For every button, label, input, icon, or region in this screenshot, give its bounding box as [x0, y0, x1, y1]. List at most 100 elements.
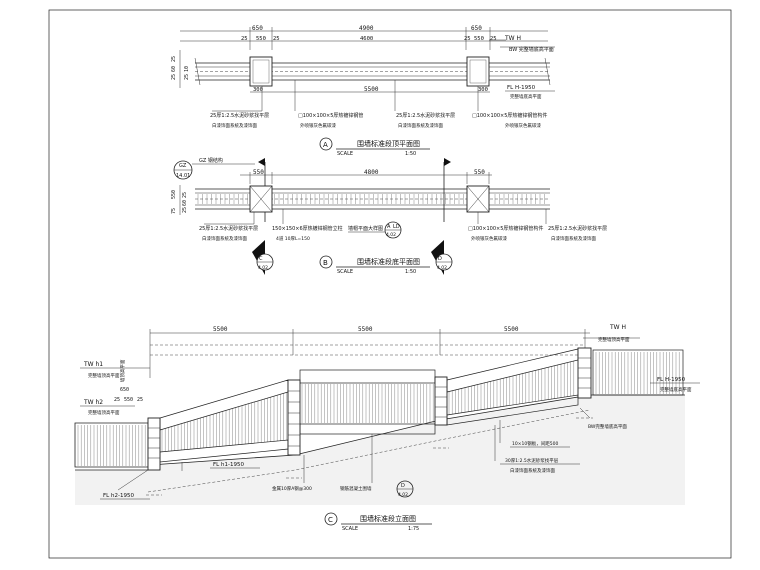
- elev-c-dim-top-2: 5500: [358, 326, 373, 333]
- plan-a-tag-twh: TW H: [504, 35, 521, 42]
- plan-b-detail-marker-top: GZ: [179, 163, 187, 169]
- plan-b-sec-right-a: D: [438, 256, 442, 262]
- elev-c-title: 围墙标准段立面图: [360, 514, 416, 523]
- elev-c-dim-top-3: 5500: [504, 326, 519, 333]
- elev-c-tag-twh1-sub: 完整墙顶高平面: [88, 372, 120, 379]
- plan-b-note5-b: 白漆饰面系统及漆饰面: [551, 235, 596, 242]
- plan-b-note3: 墙帽平面大样图: [348, 225, 383, 232]
- plan-b-note1-a: 25厚1:2.5水泥砂浆找平层: [199, 225, 258, 232]
- plan-b-note2-a: 150×150×6厚热镀锌钢管立柱: [272, 225, 343, 232]
- plan-a-dim-left-4: 10: [184, 66, 190, 72]
- plan-b-scale: 1:50: [405, 269, 416, 275]
- plan-a-title: 围墙标准段顶平面图: [357, 139, 420, 148]
- elev-c-note-bottom2: 钢筋混凝土围墙: [340, 485, 372, 492]
- plan-b-dim-left-1: 550: [171, 190, 177, 199]
- elev-c-tag-fl-right-sub: 完整墙底高平面: [660, 386, 692, 393]
- plan-a-note4-a: □100×100×5厚热镀锌钢管构件: [472, 112, 547, 119]
- plan-b-sec-right-b: 4.02: [437, 265, 447, 271]
- elev-c-note-plaster-b: 白漆饰面系统及漆饰面: [510, 467, 555, 474]
- plan-b-ref-mid-b: LD: [393, 224, 400, 230]
- elev-c-tag-fl-right: FL H-1950: [657, 377, 686, 383]
- plan-b-dim-left-5: 75: [171, 208, 177, 214]
- plan-b-detail-marker-num: 14.01: [176, 173, 190, 179]
- elev-c-post-1: [147, 417, 161, 471]
- plan-a-dim-top-3: 650: [471, 25, 482, 32]
- elev-c-marker: C: [328, 516, 333, 524]
- elev-c-dim-top-1: 5500: [213, 326, 228, 333]
- elev-c-tag-twh2: TW h2: [83, 399, 103, 406]
- plan-a-dim-top-2: 4900: [359, 25, 374, 32]
- plan-b-sec-left-b: 4.02: [258, 265, 268, 271]
- plan-b-pickets: [197, 194, 545, 204]
- elev-c-scale: 1:75: [408, 526, 419, 532]
- plan-a-note2-a: □100×100×5厚热镀锌钢管: [298, 112, 363, 119]
- plan-b-dim-left-2: 25: [182, 192, 188, 198]
- plan-a-dim-mid-6: 550: [474, 36, 484, 42]
- elev-c-tag-twh2-sub: 完整墙顶高平面: [88, 409, 120, 416]
- plan-a-note1-b: 白漆饰面系统及漆饰面: [212, 122, 257, 129]
- plan-a-tag-bw: BW 完整墙底高平面: [509, 46, 554, 53]
- plan-a-note3-b: 白漆饰面系统及漆饰面: [398, 122, 443, 129]
- plan-b-note4-b: 外喷银灰色氟碳漆: [471, 235, 507, 242]
- plan-a-note4-b: 外喷银灰色氟碳漆: [505, 122, 541, 129]
- plan-b-scale-label: SCALE: [337, 269, 353, 275]
- plan-b-detail-note: GZ 钢结构: [199, 157, 223, 164]
- elev-c-dim-left-3: 550: [124, 397, 133, 403]
- plan-a-dim-left-5: 25: [184, 74, 190, 80]
- sheet-border: [48, 9, 732, 559]
- plan-a-dim-mid-5: 25: [464, 36, 471, 42]
- plan-a-note2-b: 外喷银灰色氟碳漆: [300, 122, 336, 129]
- plan-b-dim-top-1: 550: [253, 169, 264, 176]
- elev-c-note-bottom1: 金属10厚A钢@300: [272, 485, 312, 492]
- plan-b-ref-mid-a: A: [387, 224, 391, 230]
- plan-b-note4-a: □100×100×5厚热镀锌钢管构件: [468, 225, 543, 232]
- plan-a-dim-left-2: 60: [171, 66, 177, 72]
- elev-c-dim-left-1: 650: [120, 387, 129, 393]
- plan-a-tag-fl: FL H-1950: [507, 85, 536, 91]
- plan-a: 650 4900 650 25 550 25 4600 25 550 25 25…: [171, 25, 555, 157]
- elev-c-post-3: [434, 376, 448, 426]
- plan-b-dim-top-2: 4800: [364, 169, 379, 176]
- plan-a-note3-a: 25厚1:2.5水泥砂浆找平层: [396, 112, 455, 119]
- plan-b-title: 围墙标准段底平面图: [357, 257, 420, 266]
- elev-c-tag-twh: TW H: [609, 324, 626, 331]
- elev-c-sec-ref-b: 4.02: [398, 492, 408, 498]
- elev-c-tag-twh-sub: 完整墙顶高平面: [598, 336, 630, 343]
- plan-b-note2-b: 4道 10厚L=150: [276, 235, 310, 242]
- plan-a-scale: 1:50: [405, 151, 416, 157]
- elev-c-tag-side: 墙顶高平面: [119, 359, 126, 382]
- elev-c-post-2: [287, 379, 301, 456]
- plan-b-marker: B: [323, 259, 328, 267]
- plan-a-scale-label: SCALE: [337, 151, 353, 157]
- plan-a-marker-circle: [319, 137, 333, 151]
- plan-b-sec-left-a: C: [259, 256, 263, 262]
- elev-c-scale-label: SCALE: [342, 526, 358, 532]
- plan-a-dim-left-3: 25: [171, 74, 177, 80]
- plan-a-dim-mid-2: 550: [256, 36, 266, 42]
- plan-a-tag-fl-sub: 完整墙底高平面: [510, 93, 542, 100]
- plan-a-dim-bottom: 5500: [364, 86, 379, 93]
- plan-a-dim-bot-small-2: 300: [478, 87, 488, 93]
- elev-c-pickets: [77, 352, 680, 466]
- elev-c-dim-left-2: 25: [114, 397, 120, 403]
- plan-b-note1-b: 白漆饰面系统及漆饰面: [202, 235, 247, 242]
- plan-a-dim-mid-3: 25: [273, 36, 280, 42]
- elev-c-tag-bw: BW完整墙底高平面: [588, 423, 627, 430]
- plan-a-note1-a: 25厚1:2.5水泥砂浆找平层: [210, 112, 269, 119]
- plan-b-dim-top-3: 550: [474, 169, 485, 176]
- plan-a-dim-mid-1: 25: [241, 36, 248, 42]
- plan-a-dim-bot-small-1: 300: [253, 87, 263, 93]
- plan-a-dim-mid-7: 25: [490, 36, 497, 42]
- plan-b-note5-a: 25厚1:2.5水泥砂浆找平层: [548, 225, 607, 232]
- plan-b-ref-mid-num: 4.02: [386, 232, 396, 238]
- plan-a-dim-top-1: 650: [252, 25, 263, 32]
- plan-a-dim-mid-4: 4600: [360, 36, 373, 42]
- plan-b-dim-left-4: 25: [182, 207, 188, 213]
- elev-c-note-plaster-a: 30厚1:2.5水泥砂浆找平层: [505, 457, 559, 464]
- plan-a-marker: A: [323, 141, 328, 149]
- plan-a-dim-left-1: 25: [171, 56, 177, 62]
- elev-c-post-4: [577, 347, 592, 399]
- elev-c-tag-twh1: TW h1: [83, 361, 103, 368]
- elev-c-dim-left-4: 25: [137, 397, 143, 403]
